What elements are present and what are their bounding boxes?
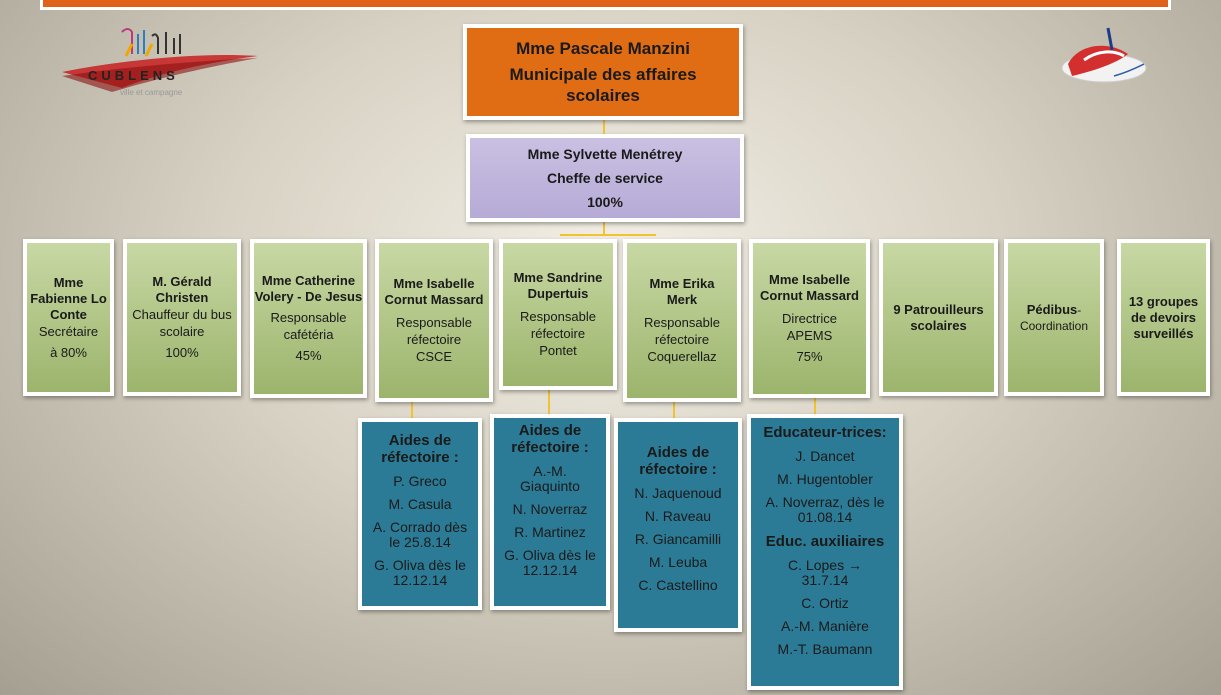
staff-pct: 45%	[295, 348, 322, 363]
aides-item: J. Dancet	[795, 448, 855, 464]
aides-item: C. Castellino	[638, 577, 718, 593]
staff-name: M. Gérald Christen	[152, 274, 212, 305]
aides-item: A.-M. Manière	[781, 618, 869, 634]
connector-aides-2	[548, 390, 550, 414]
staff-name: Pédibus	[1026, 301, 1078, 317]
staff-name: Mme Fabienne Lo Conte	[30, 274, 107, 322]
staff-role: Responsable réfectoire Pontet	[520, 309, 596, 358]
aides-coquerellaz: Aides de réfectoire : N. Jaquenoud N. Ra…	[614, 418, 742, 632]
staff-name: 13 groupes de devoirs surveillés	[1128, 293, 1199, 341]
staff-name: Mme Catherine Volery - De Jesus	[254, 273, 363, 304]
aides-item: G. Oliva dès le 12.12.14	[374, 557, 466, 588]
aides-item: M. Leuba	[648, 554, 708, 570]
top-banner	[40, 0, 1171, 10]
staff-name: Mme Isabelle Cornut Massard	[384, 276, 484, 307]
staff-role: - Coordination	[1019, 302, 1089, 333]
staff-role: Directrice APEMS	[782, 311, 837, 343]
staff-name: Mme Sandrine Dupertuis	[513, 270, 603, 301]
aides-title: Aides de réfectoire :	[639, 444, 717, 478]
aides-item: M. Casula	[388, 496, 452, 512]
staff-patrouilleurs: 9 Patrouilleurs scolaires	[879, 239, 998, 396]
cublens-logo-word: CUBLENS	[88, 68, 179, 83]
aides-item: R. Giancamilli	[634, 531, 722, 547]
staff-cafeteria: Mme Catherine Volery - De Jesus Responsa…	[250, 239, 367, 398]
aides-apems: Educateur-trices: J. Dancet M. Hugentobl…	[747, 414, 903, 690]
aides-item: N. Raveau	[644, 508, 712, 524]
chief-role: Cheffe de service	[547, 170, 663, 186]
staff-pct: 100%	[165, 345, 199, 360]
cublens-logo: CUBLENS ville et campagne	[62, 22, 262, 97]
staff-name: 9 Patrouilleurs scolaires	[893, 301, 984, 333]
staff-role: Responsable cafétéria	[270, 310, 347, 342]
aides-title: Aides de réfectoire :	[381, 432, 459, 466]
staff-bus-driver: M. Gérald Christen Chauffeur du bus scol…	[123, 239, 241, 396]
connector-chief	[603, 221, 605, 235]
aides-subtitle: Educ. auxiliaires	[765, 533, 885, 550]
staff-pedibus: Pédibus- Coordination	[1004, 239, 1104, 396]
aides-item: R. Martinez	[514, 524, 586, 540]
staff-pct: 75%	[796, 349, 823, 364]
aides-item: G. Oliva dès le 12.12.14	[504, 547, 596, 578]
aides-csce: Aides de réfectoire : P. Greco M. Casula…	[358, 418, 482, 610]
aides-pontet: Aides de réfectoire : A.-M. Giaquinto N.…	[490, 414, 610, 610]
connector-aides-4	[814, 398, 816, 418]
staff-pct: à 80%	[50, 344, 87, 360]
aides-item: M.-T. Baumann	[777, 641, 873, 657]
cublens-logo-subtitle: ville et campagne	[120, 88, 183, 97]
school-logo-icon	[1061, 27, 1147, 83]
pedibus-line: Pédibus- Coordination	[1008, 302, 1100, 334]
staff-role: Secrétaire	[38, 323, 99, 339]
aides-item: C. Lopes → 31.7.14	[788, 557, 862, 588]
staff-devoirs: 13 groupes de devoirs surveillés	[1117, 239, 1210, 396]
staff-name: Mme Erika Merk	[649, 276, 715, 307]
aides-item: A. Noverraz, dès le 01.08.14	[765, 494, 885, 525]
staff-secretary: Mme Fabienne Lo Conte Secrétaire à 80%	[23, 239, 114, 396]
aides-item: N. Noverraz	[512, 501, 588, 517]
staff-name: Mme Isabelle Cornut Massard	[760, 272, 859, 303]
staff-refectoire-coquerellaz: Mme Erika Merk Responsable réfectoire Co…	[623, 239, 741, 402]
aides-item: C. Ortiz	[801, 595, 849, 611]
chief-pct: 100%	[587, 194, 623, 210]
aides-item: N. Jaquenoud	[634, 485, 722, 501]
municipal-role: Municipale des affaires scolaires	[509, 65, 697, 105]
staff-role: Responsable réfectoire CSCE	[396, 315, 472, 364]
staff-role: Responsable réfectoire Coquerellaz	[644, 315, 720, 364]
cublens-logo-graphic-icon	[62, 28, 258, 92]
staff-refectoire-csce: Mme Isabelle Cornut Massard Responsable …	[375, 239, 493, 402]
staff-apems: Mme Isabelle Cornut Massard Directrice A…	[749, 239, 870, 398]
school-logo	[1058, 24, 1160, 90]
connector-aides-3	[673, 402, 675, 420]
aides-title: Educateur-trices:	[763, 424, 887, 441]
staff-refectoire-pontet: Mme Sandrine Dupertuis Responsable réfec…	[499, 239, 617, 390]
municipal-name: Mme Pascale Manzini	[516, 39, 690, 58]
aides-item: A. Corrado dès le 25.8.14	[372, 519, 468, 550]
municipal-box: Mme Pascale Manzini Municipale des affai…	[463, 24, 743, 120]
aides-item: M. Hugentobler	[777, 471, 873, 487]
aides-item: P. Greco	[393, 473, 447, 489]
connector-top	[603, 118, 605, 134]
chief-name: Mme Sylvette Menétrey	[527, 146, 683, 162]
connector-horizontal	[560, 234, 656, 236]
chief-box: Mme Sylvette Menétrey Cheffe de service …	[466, 134, 744, 222]
connector-aides-1	[411, 402, 413, 420]
aides-title: Aides de réfectoire :	[511, 422, 589, 456]
aides-item: A.-M. Giaquinto	[520, 463, 580, 494]
staff-role: Chauffeur du bus scolaire	[132, 307, 232, 339]
